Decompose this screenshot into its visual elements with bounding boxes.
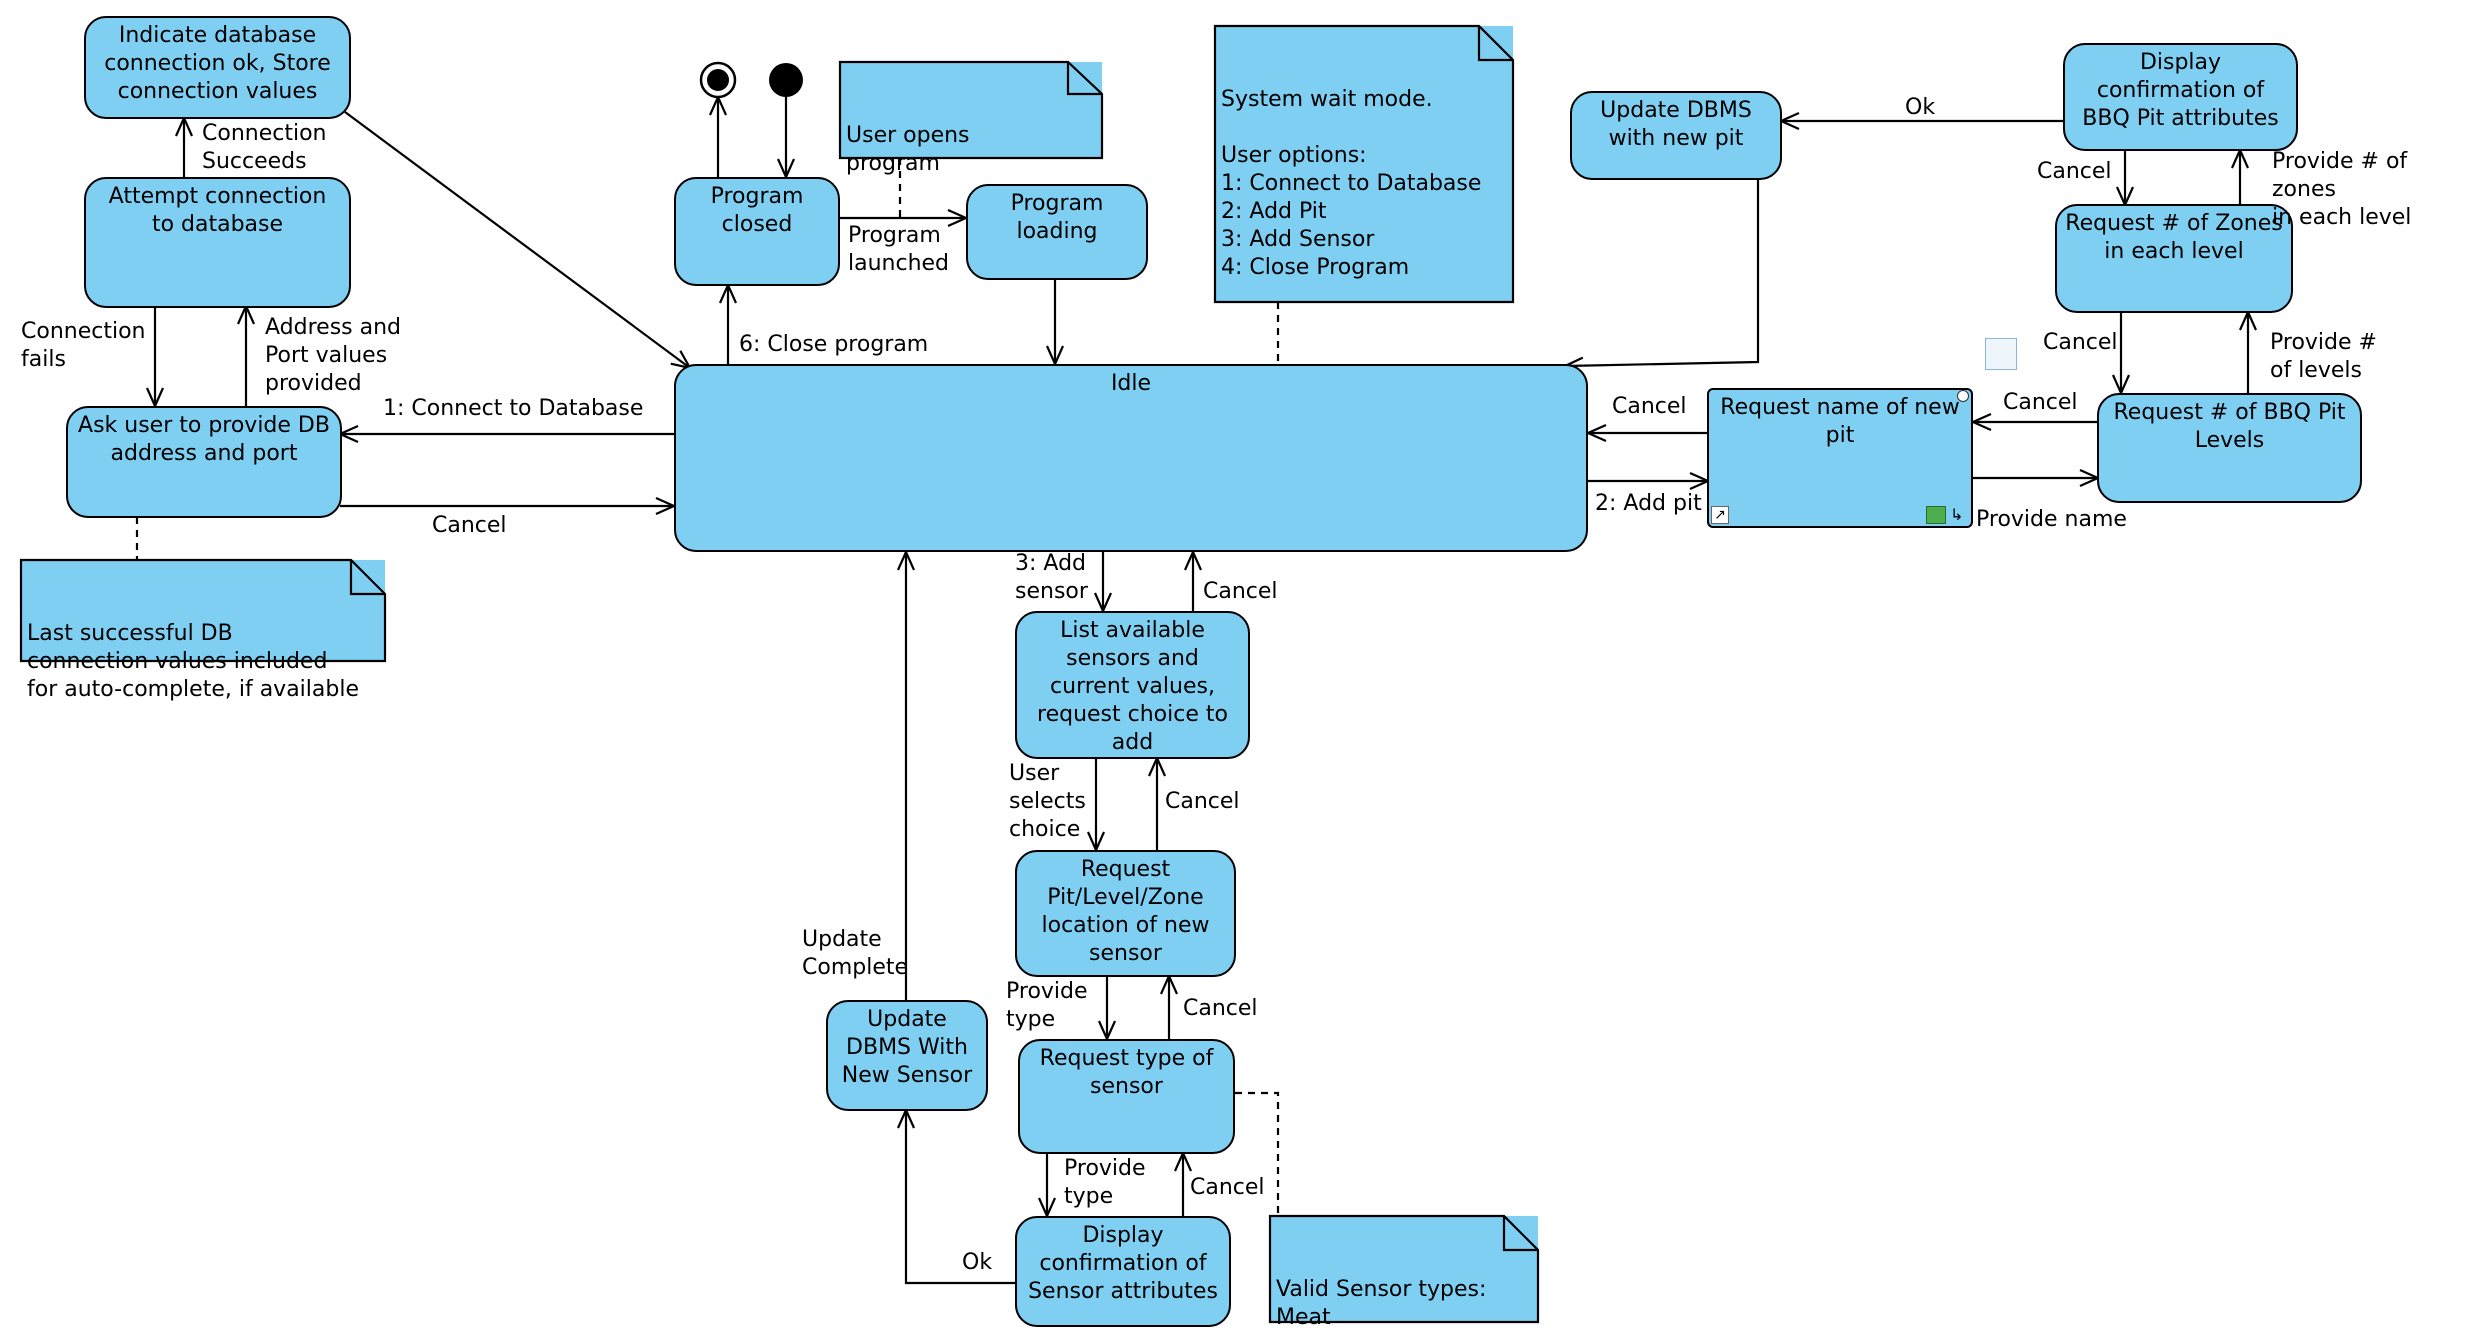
note-valid-types-text: Valid Sensor types: Meat Air — [1276, 1277, 1487, 1328]
label-cancel-levels: Cancel — [2003, 390, 2078, 415]
label-provide-type-2: Provide type — [1064, 1156, 1146, 1209]
note-last-successful: Last successful DB connection values inc… — [19, 558, 387, 702]
arrow-display-to-update-sensor — [906, 1110, 1015, 1285]
label-ok-pit: Ok — [1905, 95, 1936, 120]
label-provide-zones: Provide # of zones in each level — [2272, 149, 2412, 230]
label-program-launched: Program launched — [848, 223, 950, 276]
label-connect-to-database: 1: Connect to Database — [383, 396, 644, 421]
arrow-update-pit-to-idle — [1565, 178, 1760, 366]
state-update-dbms-pit[interactable]: Update DBMS with new pit — [1570, 91, 1782, 180]
label-provide-type-1: Provide type — [1006, 979, 1088, 1032]
state-list-sensors[interactable]: List available sensors and current value… — [1015, 611, 1250, 759]
link-arrow-icon[interactable]: ↗ — [1711, 506, 1729, 524]
label-provide-levels: Provide # of levels — [2270, 330, 2377, 383]
connector-handle-icon[interactable]: ↳ — [1950, 505, 1964, 524]
note-system-wait: System wait mode. User options: 1: Conne… — [1213, 24, 1515, 304]
label-connection-succeeds: Connection Succeeds — [202, 121, 327, 174]
label-close-program: 6: Close program — [739, 332, 929, 357]
state-request-location[interactable]: Request Pit/Level/Zone location of new s… — [1015, 850, 1236, 977]
state-request-levels[interactable]: Request # of BBQ Pit Levels — [2097, 393, 2362, 503]
note-user-opens-text: User opens program — [846, 123, 970, 176]
label-add-pit: 2: Add pit — [1595, 491, 1702, 516]
state-idle[interactable]: Idle — [674, 364, 1588, 552]
state-request-pit-name[interactable]: Request name of new pit — [1707, 388, 1973, 528]
label-cancel-pit-name: Cancel — [1612, 394, 1687, 419]
state-attempt-connection[interactable]: Attempt connection to database — [84, 177, 351, 308]
label-cancel-list: Cancel — [1203, 579, 1278, 604]
note-last-successful-text: Last successful DB connection values inc… — [27, 621, 359, 702]
label-connection-fails: Connection fails — [21, 319, 146, 372]
state-indicate-db-ok[interactable]: Indicate database connection ok, Store c… — [84, 16, 351, 119]
label-cancel-ask: Cancel — [432, 513, 507, 538]
state-ask-db-address[interactable]: Ask user to provide DB address and port — [66, 406, 342, 518]
label-user-selects: User selects choice — [1009, 761, 1086, 842]
label-provide-name: Provide name — [1976, 507, 2127, 532]
note-user-opens: User opens program — [838, 60, 1104, 176]
model-element-icon[interactable] — [1926, 506, 1946, 524]
note-valid-types: Valid Sensor types: Meat Air — [1268, 1214, 1540, 1328]
note-system-wait-text: System wait mode. User options: 1: Conne… — [1221, 87, 1482, 280]
label-add-sensor: 3: Add sensor — [1015, 551, 1088, 604]
sequence-icon[interactable] — [1985, 338, 2017, 370]
label-ok-sensor: Ok — [962, 1250, 993, 1275]
label-address-port-provided: Address and Port values provided — [265, 315, 401, 396]
resize-handle-icon[interactable] — [1957, 390, 1969, 402]
state-program-closed[interactable]: Program closed — [674, 177, 840, 286]
arrow-indicate-to-idle — [344, 111, 690, 368]
state-display-sensor-confirm[interactable]: Display confirmation of Sensor attribute… — [1015, 1216, 1231, 1327]
state-update-dbms-sensor[interactable]: Update DBMS With New Sensor — [826, 1000, 988, 1111]
state-request-sensor-type[interactable]: Request type of sensor — [1018, 1039, 1235, 1154]
final-node-inner — [707, 69, 729, 91]
state-request-zones[interactable]: Request # of Zones in each level — [2055, 204, 2293, 313]
initial-node — [769, 63, 803, 97]
label-update-complete: Update Complete — [802, 927, 909, 980]
label-cancel-display-sensor: Cancel — [1190, 1175, 1265, 1200]
note-link-valid-types — [1235, 1091, 1280, 1216]
state-program-loading[interactable]: Program loading — [966, 184, 1148, 280]
label-cancel-location: Cancel — [1165, 789, 1240, 814]
label-cancel-zones: Cancel — [2043, 330, 2118, 355]
label-cancel-display-bbq: Cancel — [2037, 159, 2112, 184]
state-display-bbq-confirm[interactable]: Display confirmation of BBQ Pit attribut… — [2063, 43, 2298, 151]
label-cancel-type: Cancel — [1183, 996, 1258, 1021]
